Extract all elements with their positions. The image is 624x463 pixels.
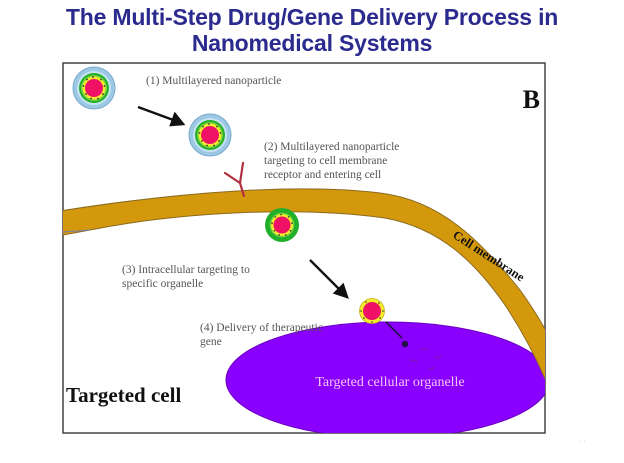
arrow-head-1 [169, 111, 186, 127]
arrow-step-1 [137, 105, 177, 123]
arrow-step-4 [385, 321, 409, 348]
nanoparticle-1 [72, 66, 116, 110]
step-4-label: (4) Delivery of therapeutic gene [200, 322, 326, 348]
step-3-label: (3) Intracellular targeting to specific … [122, 264, 253, 290]
nanoparticle-2 [188, 113, 232, 157]
title-line-2: Nanomedical Systems [191, 30, 433, 56]
step-2-label: (2) Multilayered nanoparticle targeting … [264, 141, 402, 181]
title-line-1: The Multi-Step Drug/Gene Delivery Proces… [65, 4, 559, 30]
step-1-label: (1) Multilayered nanoparticle [146, 75, 281, 87]
nanoparticle-3 [265, 208, 299, 242]
membrane-receptor [223, 161, 246, 198]
gene-fragments [409, 348, 442, 370]
panel-label: B [523, 85, 540, 114]
cell-membrane [63, 188, 545, 381]
arrows [137, 105, 349, 299]
nanoparticle-4 [359, 298, 385, 324]
arrow-head-3 [332, 282, 349, 299]
slide-title: The Multi-Step Drug/Gene Delivery Proces… [0, 4, 624, 56]
arrow-step-3 [309, 259, 341, 291]
organelle-label: Targeted cellular organelle [315, 375, 464, 390]
targeted-organelle [225, 321, 545, 433]
targeted-cell-label: Targeted cell [66, 383, 181, 407]
footer-mark: · · [580, 439, 586, 445]
